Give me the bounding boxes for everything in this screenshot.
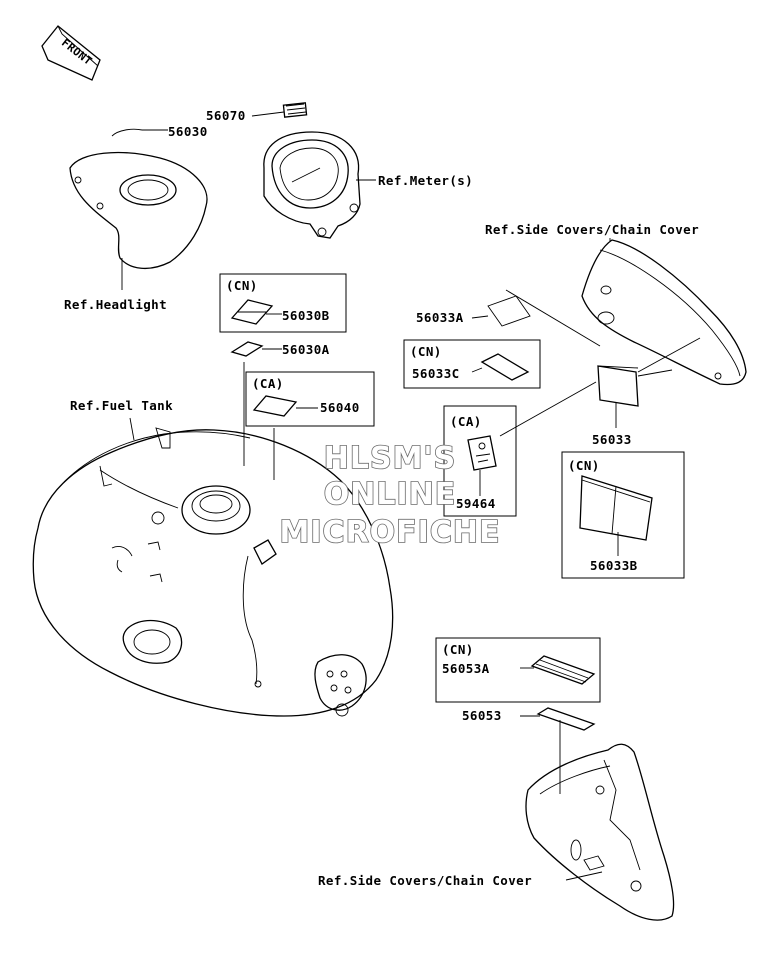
label-56033B: 56033B (590, 558, 638, 573)
box-ca-59464 (443, 405, 517, 517)
box-label-cn-56033C: (CN) (410, 344, 442, 359)
box-label-ca-59464: (CA) (450, 414, 482, 429)
label-ref-meter: Ref.Meter(s) (378, 173, 473, 188)
watermark-line-1: HLSM'S (324, 441, 456, 476)
box-label-cn-56053A: (CN) (442, 642, 474, 657)
label-ref-side-covers-bottom: Ref.Side Covers/Chain Cover (318, 873, 532, 888)
label-56033C: 56033C (412, 366, 460, 381)
box-label-cn-56033B: (CN) (568, 458, 600, 473)
label-56053A: 56053A (442, 661, 490, 676)
meter-part (263, 102, 361, 239)
watermark-line-2: ONLINE (324, 477, 457, 512)
label-56070: 56070 (206, 108, 246, 123)
label-59464: 59464 (456, 496, 496, 511)
box-cn-56033C (403, 339, 541, 389)
box-label-ca-56040: (CA) (252, 376, 284, 391)
label-ref-side-covers-top: Ref.Side Covers/Chain Cover (485, 222, 699, 237)
side-cover-top-part (581, 239, 747, 386)
label-56033A: 56033A (416, 310, 464, 325)
front-arrow-icon: FRONT (41, 25, 101, 81)
fuel-tank-part (32, 427, 394, 717)
watermark: HLSM'S ONLINE MICROFICHE (279, 440, 501, 551)
label-56033A-sticker (487, 295, 531, 327)
label-56053-sticker (536, 707, 596, 731)
box-cn-56033B (561, 451, 685, 579)
label-56030A-sticker (230, 341, 264, 357)
label-ref-headlight: Ref.Headlight (64, 297, 167, 312)
label-56040: 56040 (320, 400, 360, 415)
label-56033-sticker (597, 365, 639, 407)
label-ref-fuel-tank: Ref.Fuel Tank (70, 398, 173, 413)
box-label-cn-56030B: (CN) (226, 278, 258, 293)
box-ca-56040 (245, 371, 375, 427)
chain-cover-bottom-part (525, 743, 675, 921)
box-cn-56030B (219, 273, 347, 333)
label-56030A: 56030A (282, 342, 330, 357)
label-56053: 56053 (462, 708, 502, 723)
label-56030: 56030 (168, 124, 208, 139)
label-56033: 56033 (592, 432, 632, 447)
watermark-line-3: MICROFICHE (280, 515, 501, 550)
box-cn-56053A (435, 637, 601, 703)
headlight-part (69, 128, 208, 290)
label-56030B: 56030B (282, 308, 330, 323)
